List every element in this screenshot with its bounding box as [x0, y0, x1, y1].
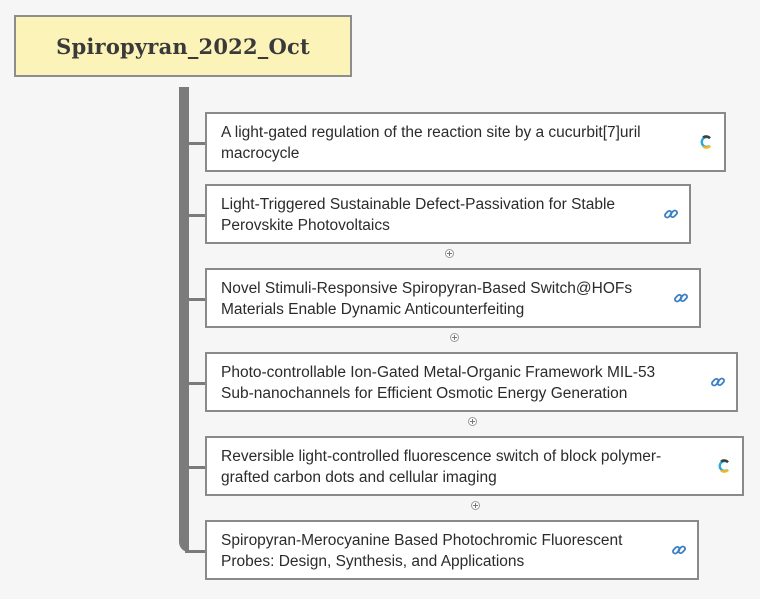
expand-toggle[interactable] — [471, 501, 480, 510]
root-topic-title: Spiropyran_2022_Oct — [56, 33, 310, 59]
subtopic-2[interactable]: Light-Triggered Sustainable Defect-Passi… — [205, 184, 691, 244]
subtopic-title-line: macrocycle — [221, 145, 300, 162]
branch-connector — [185, 466, 205, 469]
branch-connector — [185, 214, 205, 217]
expand-toggle[interactable] — [445, 249, 454, 258]
branch-connector — [185, 142, 205, 145]
subtopic-title-line: Materials Enable Dynamic Anticounterfeit… — [221, 301, 525, 318]
expand-toggle[interactable] — [450, 333, 459, 342]
subtopic-title-line: Novel Stimuli-Responsive Spiropyran-Base… — [221, 280, 633, 297]
subtopic-title-line: A light-gated regulation of the reaction… — [221, 124, 641, 141]
subtopic-title-line: Photo-controllable Ion-Gated Metal-Organ… — [221, 364, 656, 381]
subtopic-title-line: Reversible light-controlled fluorescence… — [221, 448, 662, 465]
link-icon[interactable] — [671, 542, 687, 558]
expand-toggle[interactable] — [468, 417, 477, 426]
subtopic-title-line: Perovskite Photovoltaics — [221, 217, 390, 234]
root-topic[interactable]: Spiropyran_2022_Oct — [14, 15, 352, 77]
link-icon[interactable] — [663, 206, 679, 222]
subtopic-title-line: Spiropyran-Merocyanine Based Photochromi… — [221, 532, 623, 549]
branch-connector — [185, 550, 205, 553]
subtopic-3[interactable]: Novel Stimuli-Responsive Spiropyran-Base… — [205, 268, 701, 328]
link-icon[interactable] — [710, 374, 726, 390]
subtopic-title-line: Light-Triggered Sustainable Defect-Passi… — [221, 196, 616, 213]
crossref-icon[interactable] — [698, 134, 714, 150]
trunk-connector — [179, 89, 189, 552]
subtopic-title-line: Sub-nanochannels for Efficient Osmotic E… — [221, 385, 628, 402]
link-icon[interactable] — [673, 290, 689, 306]
subtopic-title-line: Probes: Design, Synthesis, and Applicati… — [221, 553, 525, 570]
subtopic-6[interactable]: Spiropyran-Merocyanine Based Photochromi… — [205, 520, 699, 580]
branch-connector — [185, 382, 205, 385]
branch-connector — [185, 298, 205, 301]
crossref-icon[interactable] — [716, 458, 732, 474]
subtopic-5[interactable]: Reversible light-controlled fluorescence… — [205, 436, 744, 496]
subtopic-title-line: grafted carbon dots and cellular imaging — [221, 469, 497, 486]
subtopic-1[interactable]: A light-gated regulation of the reaction… — [205, 112, 726, 172]
subtopic-4[interactable]: Photo-controllable Ion-Gated Metal-Organ… — [205, 352, 738, 412]
